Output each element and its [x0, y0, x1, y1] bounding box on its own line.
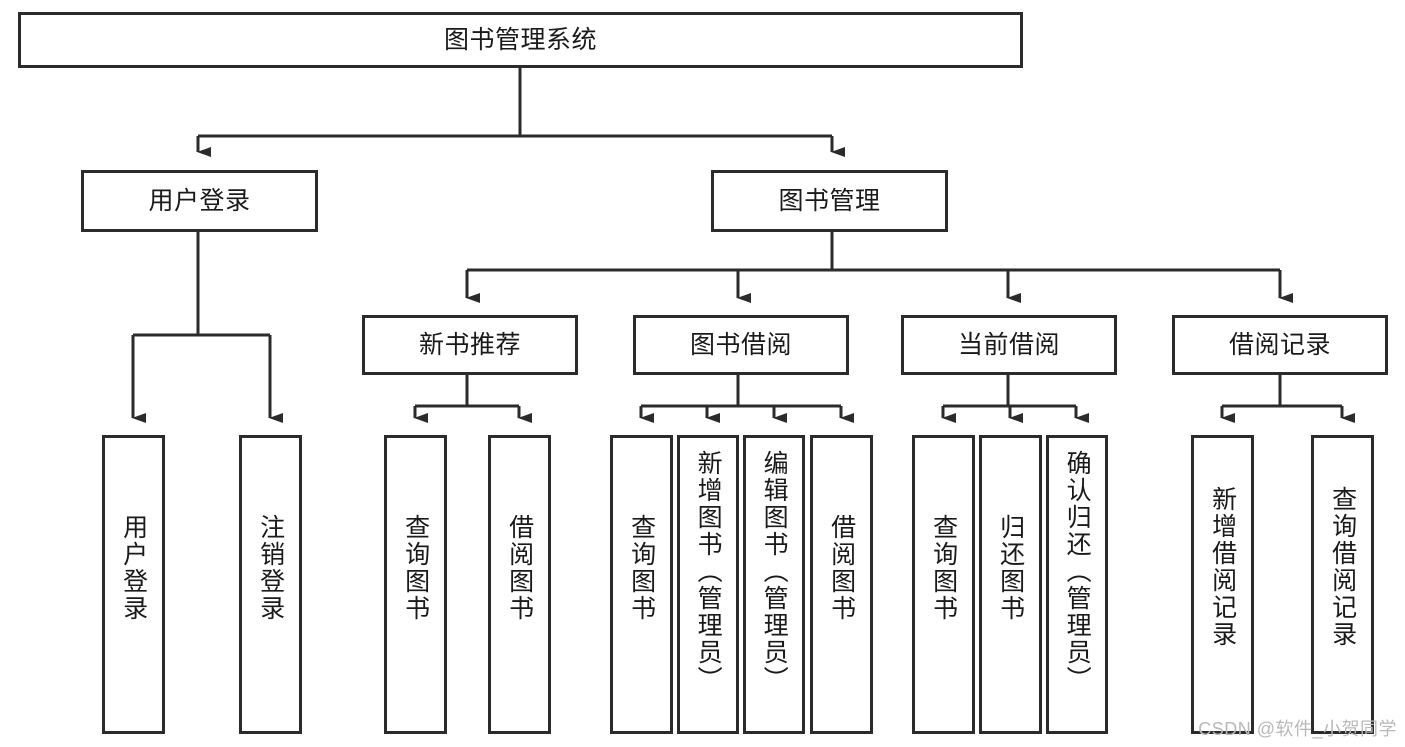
node-book-manage[interactable]: 图书管理 — [711, 170, 948, 232]
node-label: 用户登录 — [119, 514, 148, 622]
leaf-recommend-borrow-book[interactable]: 借阅图书 — [488, 435, 551, 734]
node-label: 借阅图书 — [505, 514, 534, 622]
node-label: 新增图书（管理员） — [694, 450, 723, 693]
node-label: 图书借阅 — [689, 331, 792, 359]
leaf-borrow-do-borrow-book[interactable]: 借阅图书 — [810, 435, 873, 734]
node-new-book-recommend[interactable]: 新书推荐 — [362, 315, 578, 375]
leaf-record-add-borrow-record[interactable]: 新增借阅记录 — [1191, 435, 1254, 734]
node-label: 当前借阅 — [957, 331, 1060, 359]
node-label: 确认归还（管理员） — [1063, 450, 1092, 693]
leaf-recommend-query-book[interactable]: 查询图书 — [384, 435, 447, 734]
node-label: 借阅图书 — [827, 514, 856, 622]
node-book-borrow[interactable]: 图书借阅 — [633, 315, 849, 375]
leaf-user-logout[interactable]: 注销登录 — [239, 435, 302, 734]
leaf-record-query-borrow-record[interactable]: 查询借阅记录 — [1311, 435, 1374, 734]
leaf-current-return-book[interactable]: 归还图书 — [979, 435, 1042, 734]
node-label: 查询图书 — [929, 514, 958, 622]
node-label: 注销登录 — [256, 514, 285, 622]
node-label: 新增借阅记录 — [1208, 486, 1237, 648]
node-current-borrow[interactable]: 当前借阅 — [901, 315, 1117, 375]
leaf-current-query-book[interactable]: 查询图书 — [912, 435, 975, 734]
node-label: 查询借阅记录 — [1328, 486, 1357, 648]
node-borrow-record[interactable]: 借阅记录 — [1172, 315, 1388, 375]
node-label: 用户登录 — [148, 187, 251, 215]
node-label: 查询图书 — [401, 514, 430, 622]
node-label: 借阅记录 — [1228, 331, 1331, 359]
csdn-watermark: CSDN @软件_小贺同学 — [1198, 719, 1397, 739]
node-label: 图书管理 — [778, 187, 881, 215]
node-label: 编辑图书（管理员） — [760, 450, 789, 693]
node-root-system[interactable]: 图书管理系统 — [18, 12, 1023, 68]
node-user-login[interactable]: 用户登录 — [81, 170, 318, 232]
leaf-borrow-query-book[interactable]: 查询图书 — [610, 435, 673, 734]
leaf-current-confirm-return-admin[interactable]: 确认归还（管理员） — [1046, 435, 1108, 734]
leaf-borrow-add-book-admin[interactable]: 新增图书（管理员） — [677, 435, 739, 734]
node-label: 图书管理系统 — [443, 26, 597, 54]
leaf-user-login[interactable]: 用户登录 — [102, 435, 165, 734]
leaf-borrow-edit-book-admin[interactable]: 编辑图书（管理员） — [743, 435, 805, 734]
node-label: 归还图书 — [996, 514, 1025, 622]
node-label: 查询图书 — [627, 514, 656, 622]
node-label: 新书推荐 — [418, 331, 521, 359]
